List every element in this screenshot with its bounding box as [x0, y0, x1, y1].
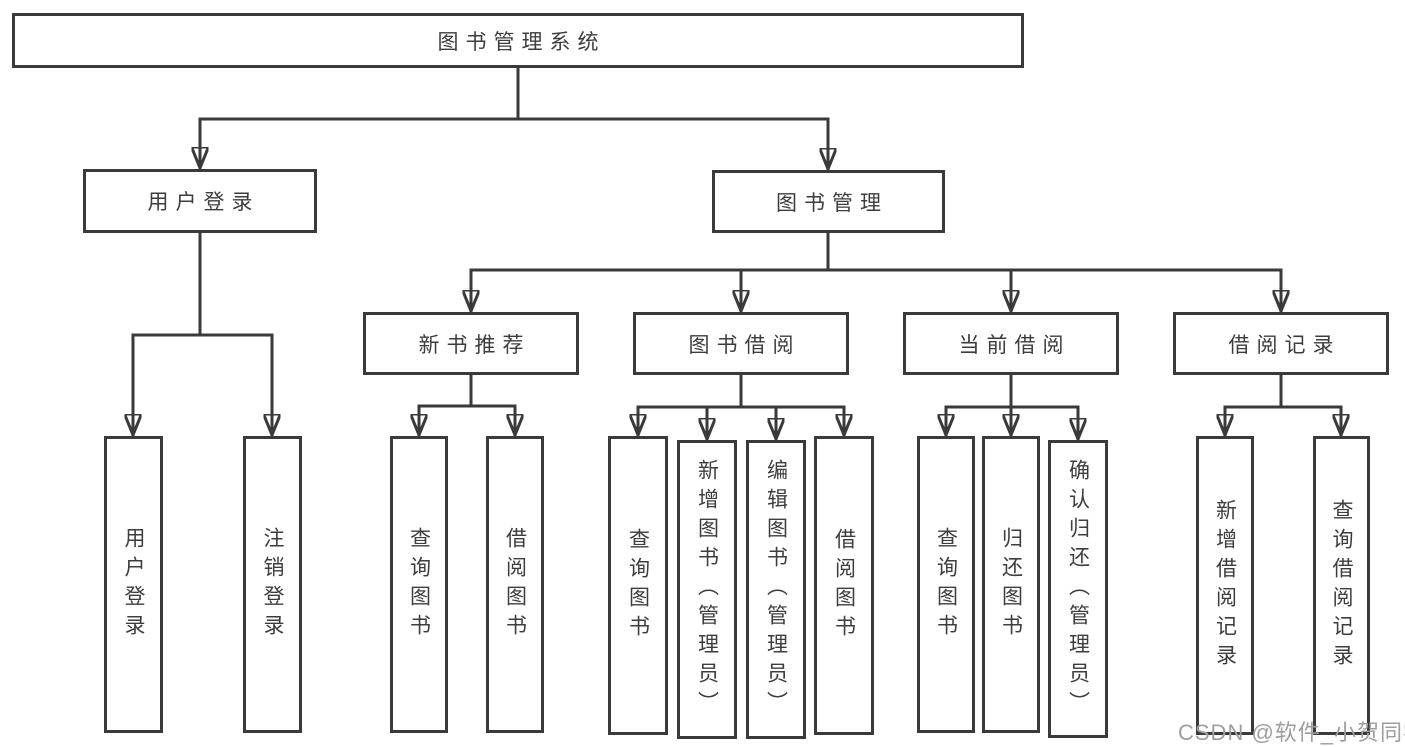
- leaf-borrow-edit-book-admin-label: 编辑图书（管理员）: [764, 459, 788, 720]
- leaf-borrow-query-book: 查询图书: [608, 436, 668, 735]
- leaf-borrow-borrow-book-label: 借阅图书: [832, 527, 856, 644]
- node-book-management: 图书管理: [712, 170, 945, 233]
- node-book-management-label: 图书管理: [776, 191, 888, 215]
- csdn-watermark: CSDN @软件_小贺同学: [1178, 720, 1405, 745]
- node-user-login: 用户登录: [83, 169, 317, 233]
- leaf-current-query-book: 查询图书: [917, 436, 975, 733]
- node-borrow-records: 借阅记录: [1173, 312, 1389, 375]
- leaf-current-confirm-return-admin-label: 确认归还（管理员）: [1066, 458, 1090, 720]
- leaf-records-add-record-label: 新增借阅记录: [1213, 498, 1237, 673]
- leaf-current-query-book-label: 查询图书: [934, 526, 958, 643]
- node-new-book-recommend-label: 新书推荐: [418, 333, 531, 357]
- leaf-recommend-borrow-book-label: 借阅图书: [503, 526, 527, 643]
- node-root-label: 图书管理系统: [437, 30, 606, 54]
- leaf-current-return-book-label: 归还图书: [999, 526, 1023, 643]
- leaf-recommend-query-book: 查询图书: [390, 436, 448, 733]
- node-current-borrow: 当前借阅: [903, 312, 1119, 375]
- leaf-logout: 注销登录: [243, 436, 302, 733]
- leaf-borrow-add-book-admin-label: 新增图书（管理员）: [695, 459, 719, 720]
- node-borrow-records-label: 借阅记录: [1228, 333, 1341, 357]
- node-new-book-recommend: 新书推荐: [363, 312, 579, 375]
- leaf-borrow-add-book-admin: 新增图书（管理员）: [677, 440, 737, 739]
- leaf-recommend-query-book-label: 查询图书: [407, 526, 431, 643]
- leaf-logout-label: 注销登录: [261, 526, 284, 643]
- node-root-system: 图书管理系统: [12, 13, 1024, 68]
- leaf-records-query-record-label: 查询借阅记录: [1330, 498, 1353, 673]
- node-user-login-label: 用户登录: [147, 191, 260, 214]
- leaf-borrow-edit-book-admin: 编辑图书（管理员）: [746, 440, 806, 739]
- leaf-user-login-label: 用户登录: [122, 526, 145, 643]
- leaf-recommend-borrow-book: 借阅图书: [486, 436, 544, 733]
- leaf-records-add-record: 新增借阅记录: [1196, 436, 1254, 735]
- node-book-borrow: 图书借阅: [633, 312, 849, 375]
- leaf-records-query-record: 查询借阅记录: [1313, 436, 1370, 735]
- leaf-borrow-query-book-label: 查询图书: [626, 527, 650, 644]
- leaf-user-login: 用户登录: [104, 436, 163, 733]
- node-current-borrow-label: 当前借阅: [958, 333, 1071, 357]
- node-book-borrow-label: 图书借阅: [688, 333, 801, 357]
- leaf-current-confirm-return-admin: 确认归还（管理员）: [1048, 440, 1108, 738]
- leaf-current-return-book: 归还图书: [982, 436, 1040, 733]
- leaf-borrow-borrow-book: 借阅图书: [814, 436, 874, 735]
